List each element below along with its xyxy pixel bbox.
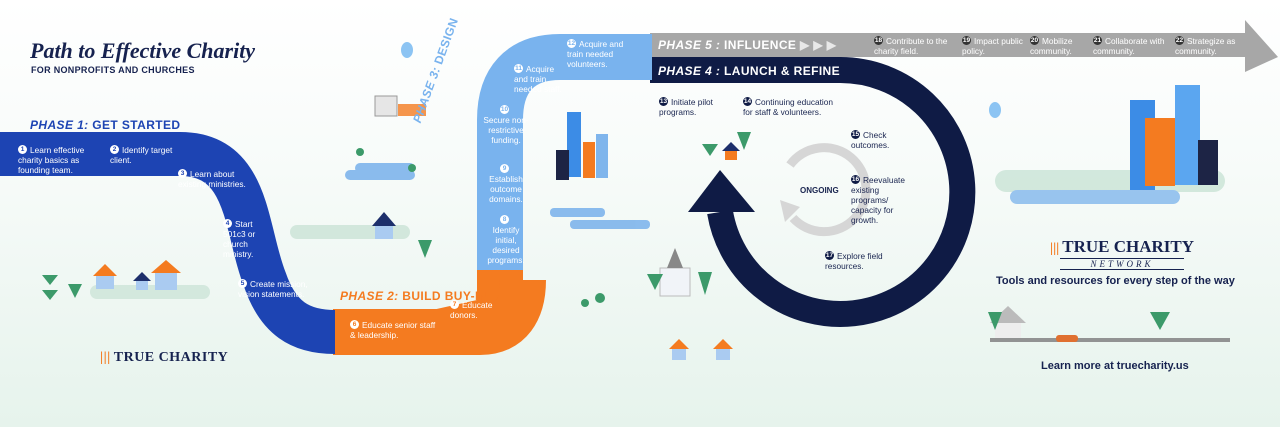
phase5-arrow [650,20,1278,72]
phase1-band [0,132,336,354]
phase-4-label: PHASE 4 : LAUNCH & REFINE [658,64,841,78]
church-icon [659,248,691,297]
tree-icon [42,132,1170,330]
ongoing-cycle-icon [786,143,871,237]
phase4-arrowhead [688,170,755,212]
true-charity-logo: |||TRUE CHARITY [100,350,229,365]
phase-2-label: PHASE 2: BUILD BUY-IN [340,289,488,303]
city-skyline-icon [374,85,1218,190]
page-title: Path to Effective Charity [30,38,256,63]
logo-bars-icon: ||| [100,350,111,365]
house-icon [93,142,1026,360]
phase-1-label: PHASE 1: GET STARTED [30,118,181,132]
logo-bars-icon: ||| [1050,241,1060,256]
scenery [90,163,1230,342]
phase-5-label: PHASE 5 : INFLUENCE ▶ ▶ ▶ [658,38,837,52]
ongoing-label: ONGOING [800,186,839,195]
page-subtitle: FOR NONPROFITS AND CHURCHES [31,65,195,75]
phase3-band [477,34,652,300]
phase4-arc [650,56,976,327]
tagline: Tools and resources for every step of th… [996,275,1235,287]
true-charity-network-logo: |||TRUE CHARITY NETWORK [1050,237,1195,270]
learn-more-link[interactable]: Learn more at truecharity.us [1041,360,1189,372]
hot-air-balloon-icon [401,42,1001,118]
car-icon [1056,335,1078,342]
